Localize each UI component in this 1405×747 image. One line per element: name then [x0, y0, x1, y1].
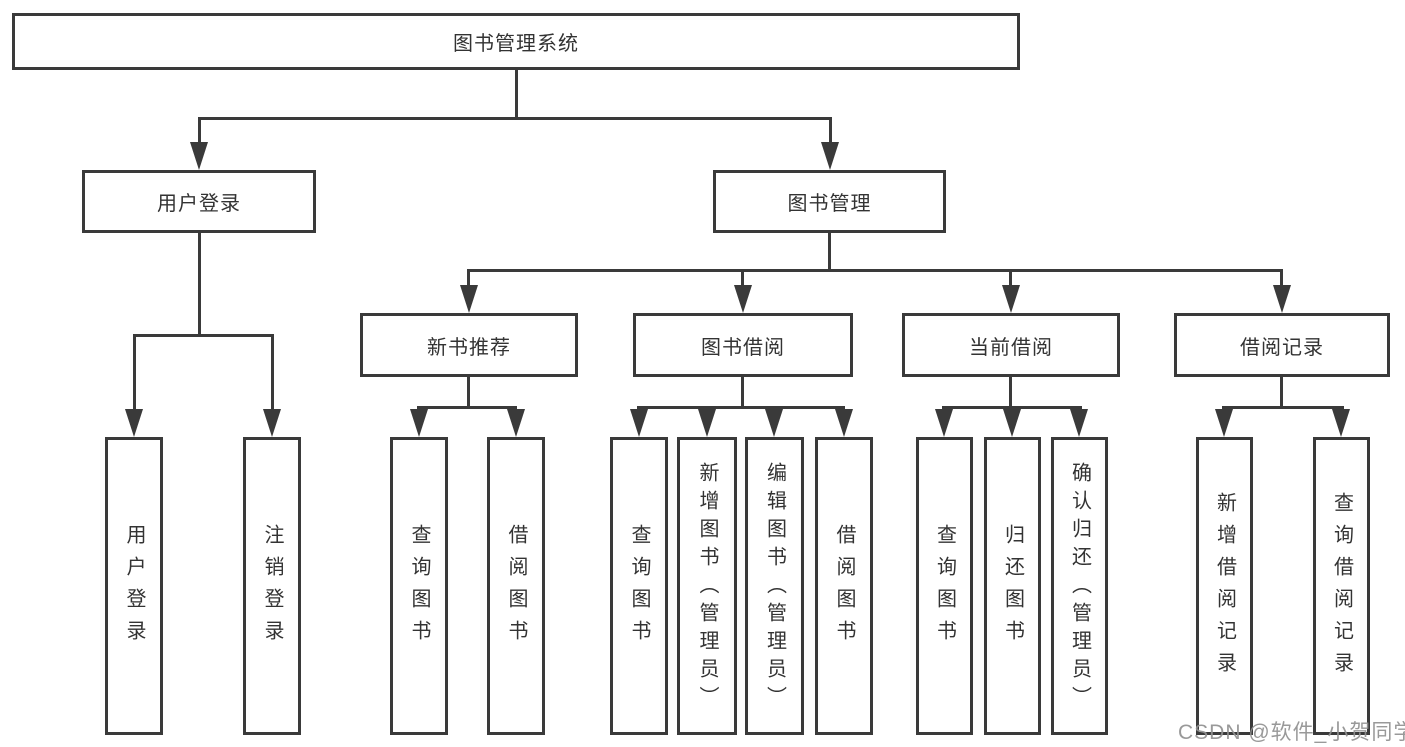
leaf-return-books: 归还图书 [984, 437, 1041, 735]
leaf-edit-books-admin: 编辑图书（管理员） [745, 437, 804, 735]
node-current-borrow: 当前借阅 [902, 313, 1120, 377]
edge-records-stem [1280, 271, 1283, 288]
leaf-logout: 注销登录 [243, 437, 301, 735]
arrowhead-nb-borrow [507, 409, 525, 437]
edge-root-stem [515, 70, 518, 118]
edge-current-bar [942, 406, 1082, 409]
edge-login-bar [133, 334, 274, 337]
edge-newbooks-down [467, 377, 470, 408]
leaf-query-books-borrow: 查询图书 [610, 437, 668, 735]
watermark: CSDN @软件_小贺同学 [1178, 721, 1405, 744]
edge-book-mgmt-stem [829, 119, 832, 144]
node-book-borrow: 图书借阅 [633, 313, 853, 377]
arrowhead-leaf-logout [263, 409, 281, 437]
edge-newbooks-bar [417, 406, 517, 409]
leaf-user-login: 用户登录 [105, 437, 163, 735]
arrowhead-book-mgmt [821, 142, 839, 170]
arrowhead-cu-confirm [1070, 409, 1088, 437]
leaf-add-books-admin: 新增图书（管理员） [677, 437, 737, 735]
arrowhead-borrow [734, 285, 752, 313]
edge-borrow-down [741, 377, 744, 408]
node-borrow-records: 借阅记录 [1174, 313, 1390, 377]
leaf-borrow-books: 借阅图书 [815, 437, 873, 735]
arrowhead-bw-borrow [835, 409, 853, 437]
arrowhead-cu-return [1003, 409, 1021, 437]
edge-borrow-bar [637, 406, 845, 409]
edge-records-bar [1222, 406, 1344, 409]
leaf-add-borrow-record: 新增借阅记录 [1196, 437, 1253, 735]
edge-level2-bar [198, 117, 832, 120]
arrowhead-records [1273, 285, 1291, 313]
edge-mgmt-down [828, 233, 831, 270]
leaf-query-books-recommend: 查询图书 [390, 437, 448, 735]
edge-current-stem [1009, 271, 1012, 288]
edge-login-leaf1-stem [133, 336, 136, 411]
arrowhead-nb-query [410, 409, 428, 437]
node-user-login: 用户登录 [82, 170, 316, 233]
edge-user-login-stem [198, 119, 201, 144]
leaf-borrow-books-recommend: 借阅图书 [487, 437, 545, 735]
edge-login-leaf2-stem [271, 336, 274, 411]
edge-newbooks-stem [467, 271, 470, 288]
arrowhead-leaf-user-login [125, 409, 143, 437]
node-root: 图书管理系统 [12, 13, 1020, 70]
edge-current-down [1009, 377, 1012, 408]
edge-level3-bar [467, 269, 1283, 272]
arrowhead-re-add [1215, 409, 1233, 437]
arrowhead-user-login [190, 142, 208, 170]
leaf-confirm-return-admin: 确认归还（管理员） [1051, 437, 1108, 735]
node-new-book-recommend: 新书推荐 [360, 313, 578, 377]
arrowhead-bw-query [630, 409, 648, 437]
leaf-query-books-current: 查询图书 [916, 437, 973, 735]
arrowhead-bw-edit [765, 409, 783, 437]
node-book-management: 图书管理 [713, 170, 946, 233]
arrowhead-cu-query [935, 409, 953, 437]
edge-borrow-stem [741, 271, 744, 288]
arrowhead-bw-add [698, 409, 716, 437]
edge-login-down [198, 233, 201, 335]
edge-records-down [1280, 377, 1283, 408]
arrowhead-current [1002, 285, 1020, 313]
leaf-query-borrow-record: 查询借阅记录 [1313, 437, 1370, 735]
arrowhead-re-query [1332, 409, 1350, 437]
arrowhead-newbooks [460, 285, 478, 313]
